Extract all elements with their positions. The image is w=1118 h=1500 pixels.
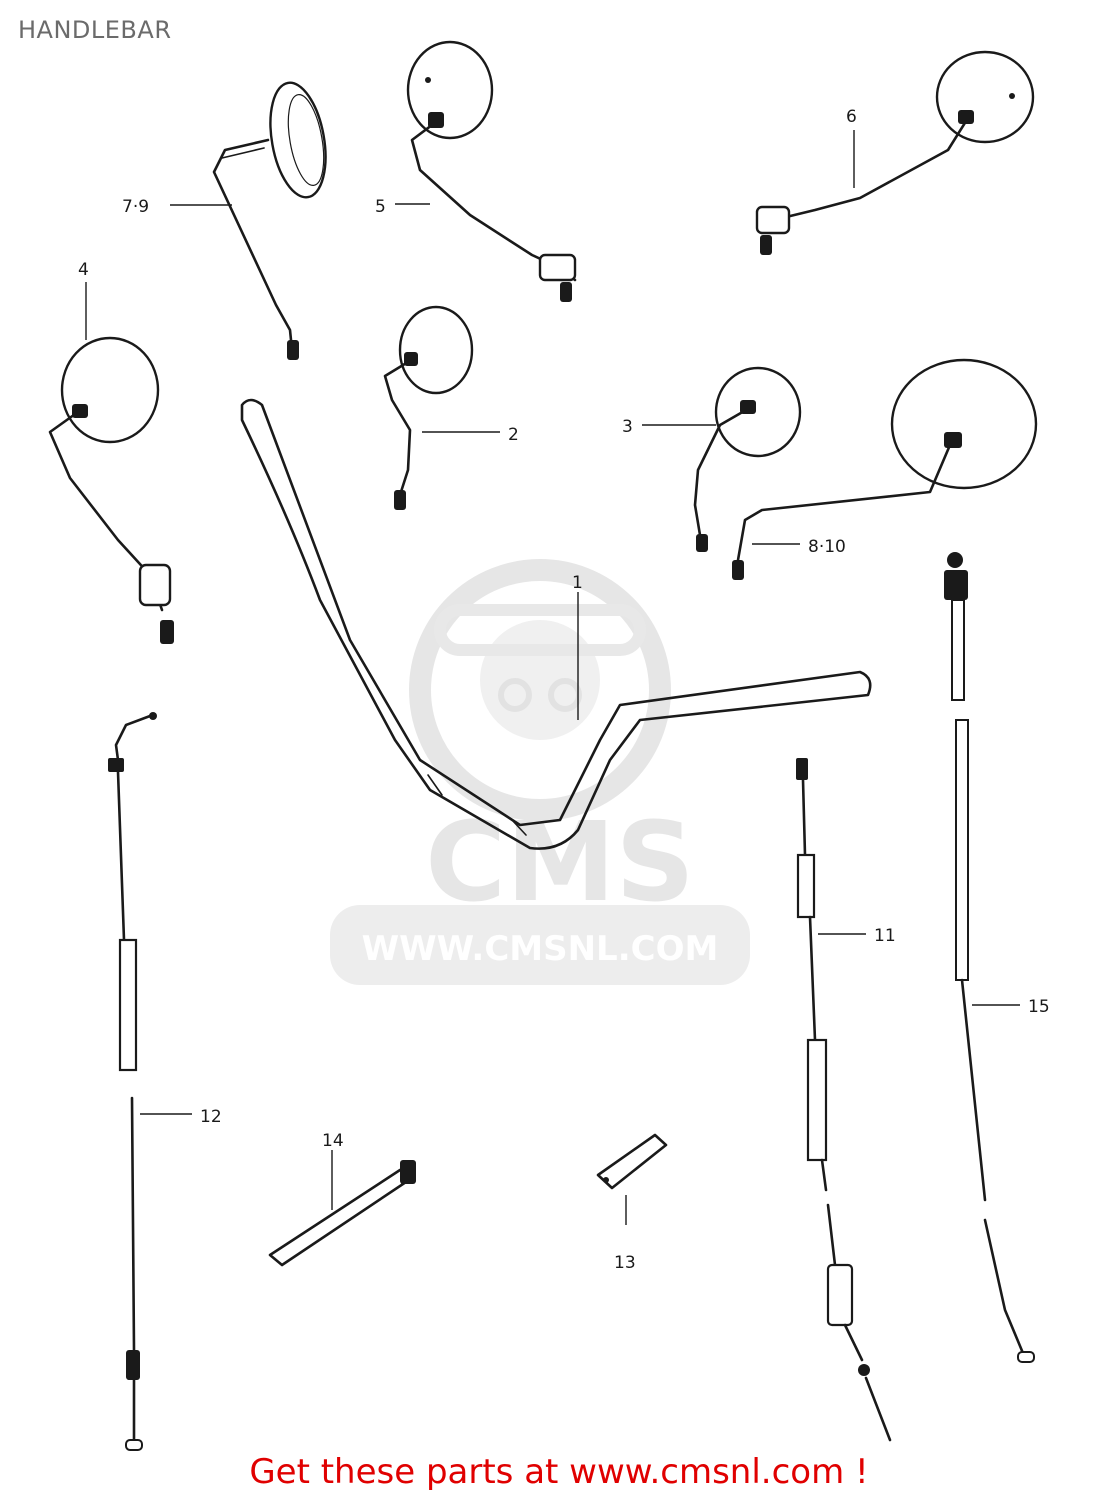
- callout-5: 5: [375, 197, 386, 217]
- callout-15: 15: [1028, 997, 1050, 1017]
- part-13-clip: [596, 1133, 668, 1225]
- footer-cta[interactable]: Get these parts at www.cmsnl.com !: [249, 1452, 869, 1492]
- callout-4: 4: [78, 260, 89, 280]
- page-title: HANDLEBAR: [18, 16, 172, 44]
- part-12-cable: [108, 712, 157, 1451]
- callout-14: 14: [322, 1131, 344, 1151]
- part-4-mirror: [48, 336, 174, 644]
- part-7-9-mirror: [212, 81, 327, 360]
- part-2-mirror: [383, 305, 474, 510]
- callout-6: 6: [846, 107, 857, 127]
- callout-12: 12: [200, 1107, 222, 1127]
- callout-11: 11: [874, 926, 896, 946]
- callout-7-9: 7·9: [122, 197, 149, 217]
- callout-1: 1: [572, 573, 583, 593]
- part-5-mirror: [406, 40, 577, 302]
- callout-8-10: 8·10: [808, 537, 846, 557]
- watermark: CMS WWW.CMSNL.COM: [330, 559, 750, 985]
- part-1-handlebar: [240, 398, 872, 850]
- callout-13: 13: [614, 1253, 636, 1273]
- part-6-mirror: [755, 50, 1035, 255]
- callout-2: 2: [508, 425, 519, 445]
- part-3-mirror: [693, 366, 802, 552]
- part-11-cable: [796, 758, 892, 1442]
- part-14-bracket: [268, 1150, 416, 1267]
- part-8-10-mirror: [732, 358, 1038, 580]
- watermark-mascot-icon: [409, 559, 671, 821]
- part-15-cable: [944, 552, 1035, 1363]
- watermark-url: WWW.CMSNL.COM: [362, 929, 719, 969]
- callout-3: 3: [622, 417, 633, 437]
